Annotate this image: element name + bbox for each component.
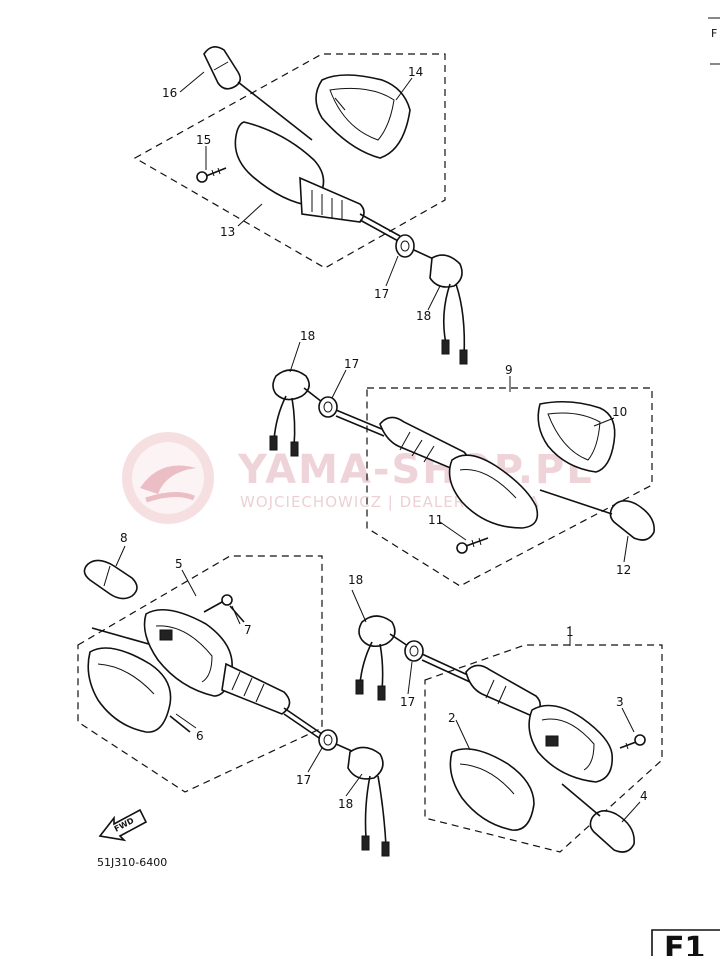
screw-15 xyxy=(196,167,227,183)
callout-14: 14 xyxy=(408,65,423,79)
callout-13: 13 xyxy=(220,225,235,239)
page-label: F1 xyxy=(664,931,705,956)
bulb-16 xyxy=(203,46,313,141)
callout-3: 3 xyxy=(616,695,624,709)
callout-1: 1 xyxy=(566,625,574,639)
turn-signal-assembly-9 xyxy=(269,369,655,554)
callout-7: 7 xyxy=(244,623,252,637)
grommet-17-low-left xyxy=(318,729,338,751)
screw-3 xyxy=(619,734,646,750)
housing-13 xyxy=(234,121,401,243)
callout-18-low-right: 18 xyxy=(348,573,363,587)
callout-4: 4 xyxy=(640,789,648,803)
lens-10 xyxy=(537,400,616,473)
forward-arrow-icon xyxy=(98,808,148,842)
turn-signal-assembly-1 xyxy=(355,615,646,853)
callout-10: 10 xyxy=(612,405,627,419)
forward-arrow: FWD xyxy=(98,808,148,842)
callout-8: 8 xyxy=(120,531,128,545)
part-code: 51J310-6400 xyxy=(97,856,167,869)
callout-18-mid: 18 xyxy=(300,329,315,343)
group-box-13 xyxy=(133,53,446,269)
watermark-logo xyxy=(122,432,214,524)
connector-18-mid xyxy=(269,369,323,457)
connector-18-low-left xyxy=(347,746,390,857)
grommet-17-low-right xyxy=(404,640,424,662)
callout-16: 16 xyxy=(162,86,177,100)
turn-signal-assembly-13 xyxy=(196,46,468,365)
callout-12: 12 xyxy=(616,563,631,577)
screw-7 xyxy=(203,594,245,623)
callout-17-low-left: 17 xyxy=(296,773,311,787)
screw-11 xyxy=(456,537,489,554)
callout-6: 6 xyxy=(196,729,204,743)
grommet-17 xyxy=(395,234,415,258)
corner-label: F xyxy=(711,27,717,40)
callout-17-low-right: 17 xyxy=(400,695,415,709)
lens-6 xyxy=(87,647,191,733)
callout-18-top: 18 xyxy=(416,309,431,323)
callout-9: 9 xyxy=(505,363,513,377)
callouts: 16 14 15 13 17 18 18 17 9 10 11 12 8 5 7… xyxy=(120,65,648,811)
leader-lines xyxy=(115,71,641,823)
callout-18-low-left: 18 xyxy=(338,797,353,811)
callout-5: 5 xyxy=(175,557,183,571)
connector-18 xyxy=(413,249,468,365)
page-tab: F1 xyxy=(651,929,720,956)
callout-15: 15 xyxy=(196,133,211,147)
connector-18-low-right xyxy=(355,615,409,701)
callout-2: 2 xyxy=(448,711,456,725)
callout-17-top: 17 xyxy=(374,287,389,301)
turn-signal-assembly-5 xyxy=(83,559,390,857)
grommet-17-mid xyxy=(318,396,338,418)
callout-17-mid: 17 xyxy=(344,357,359,371)
callout-11: 11 xyxy=(428,513,443,527)
lens-2 xyxy=(449,748,535,831)
bulb-12 xyxy=(539,489,655,541)
lens-14 xyxy=(315,74,411,159)
